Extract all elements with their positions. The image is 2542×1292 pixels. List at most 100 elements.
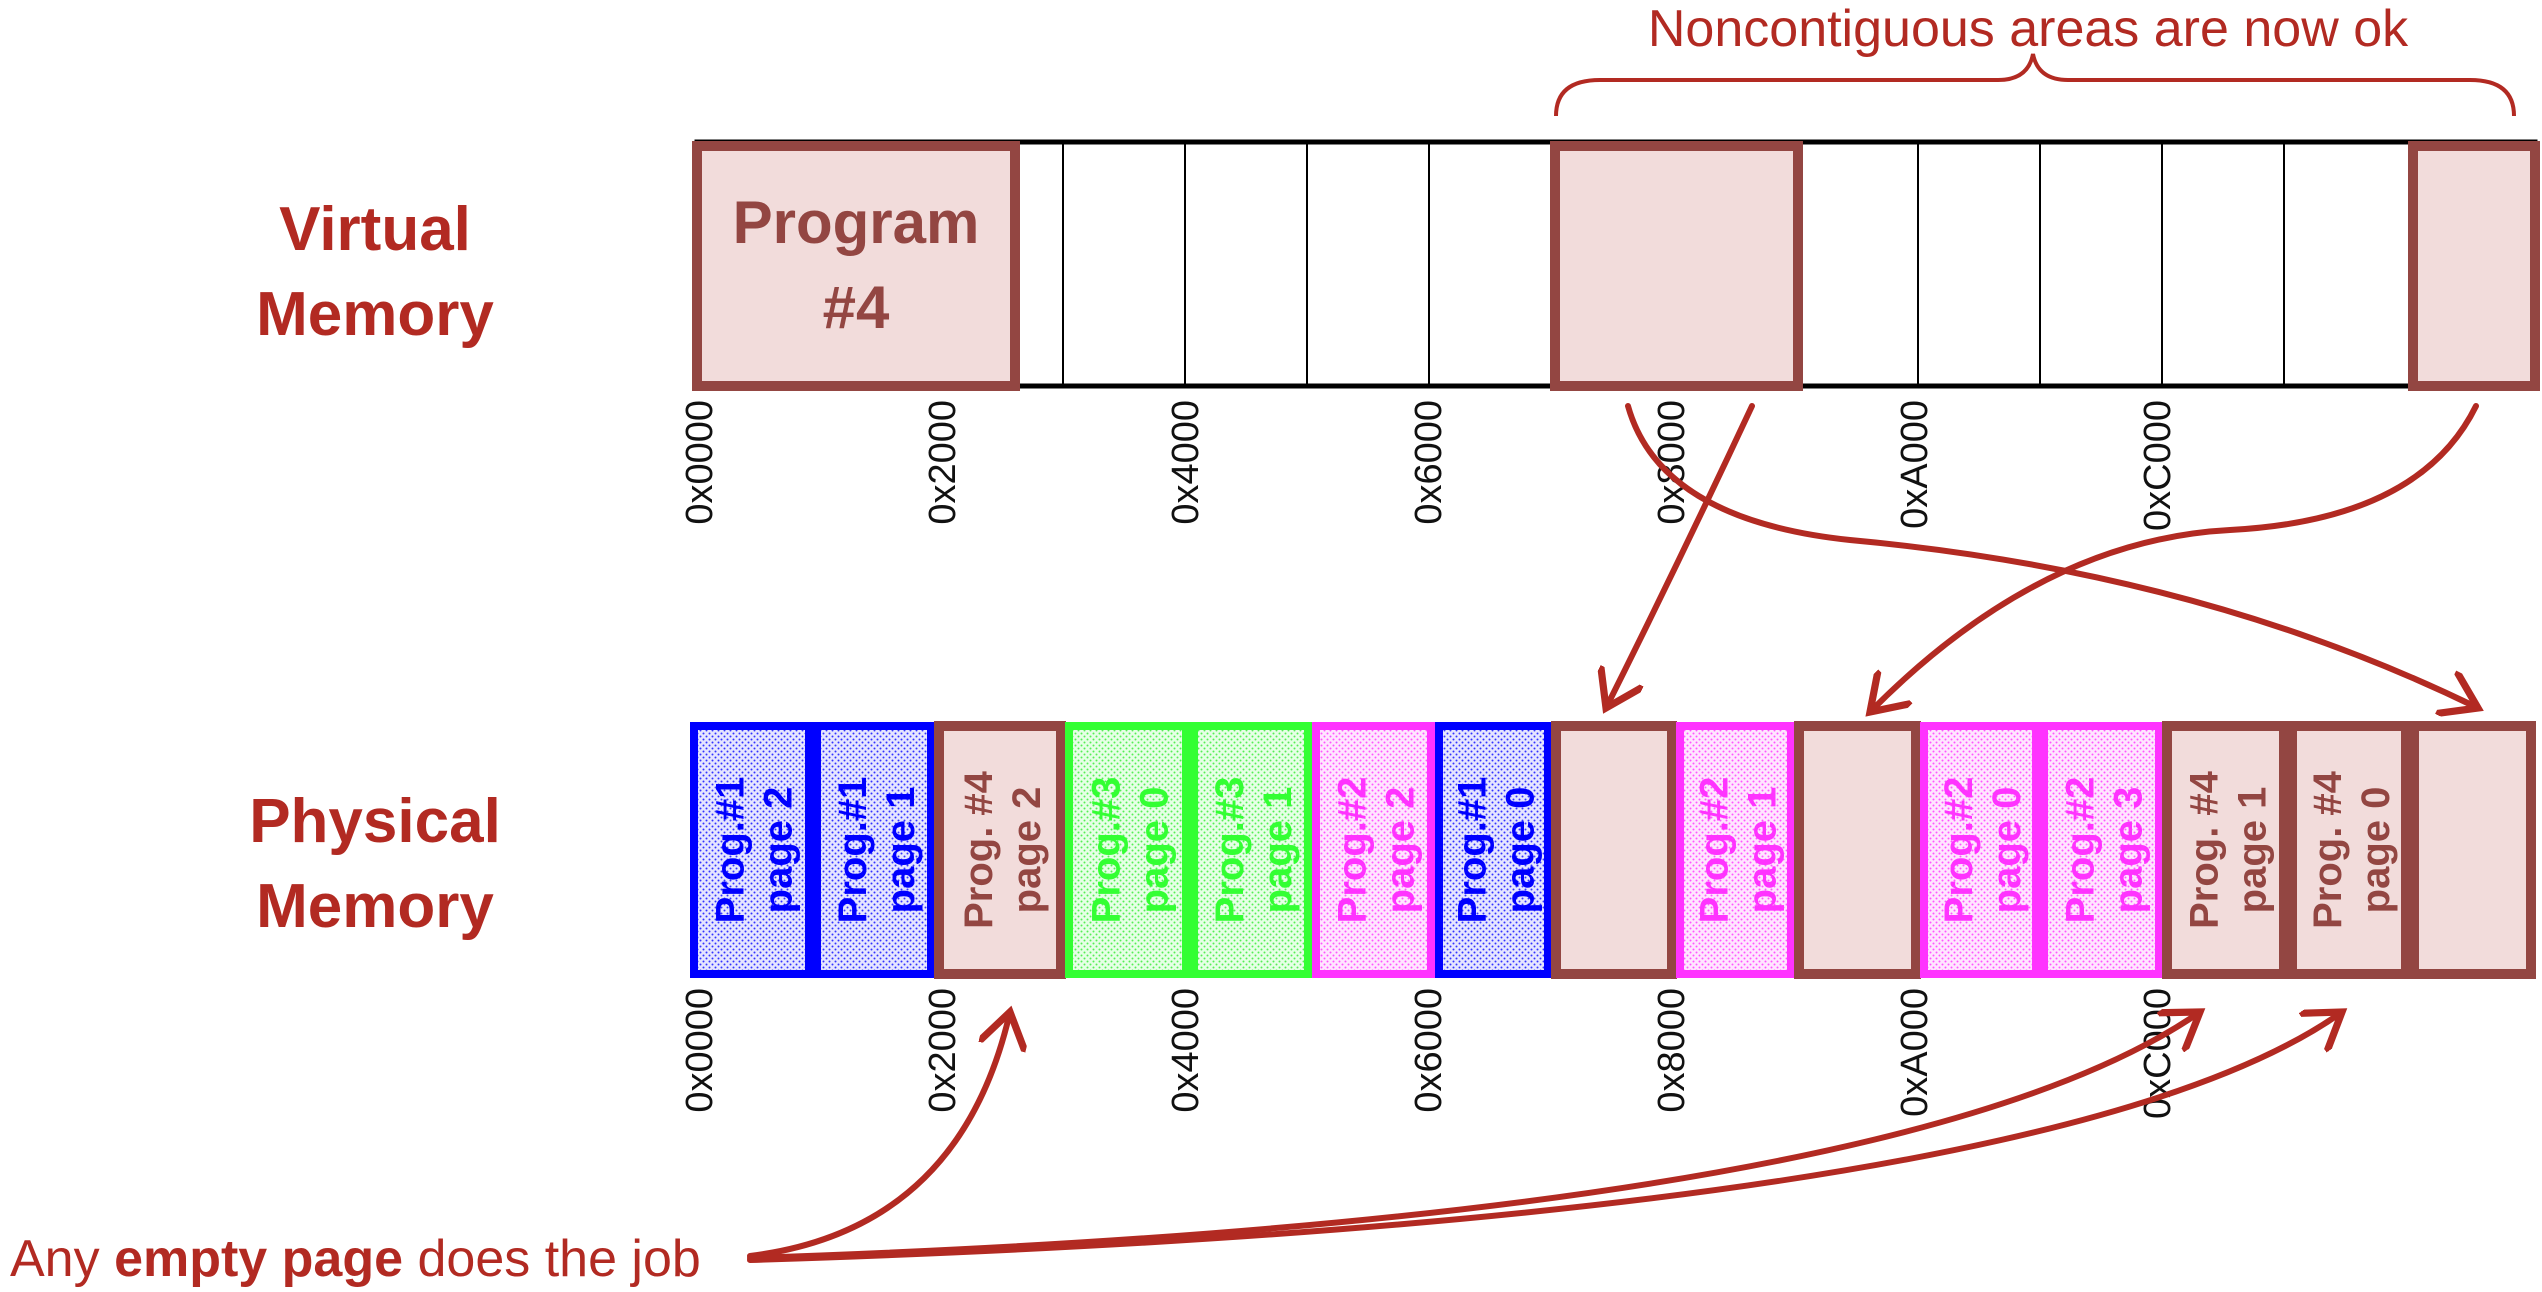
mapping-arrow-2 (1625, 403, 2478, 708)
physical-frame-page: page 2 (757, 787, 801, 914)
physical-frame (1551, 721, 1677, 979)
physical-frame-owner: Prog.#1 (1451, 777, 1495, 924)
physical-frame-box (2040, 722, 2163, 978)
physical-frame-owner: Prog.#3 (1085, 777, 1129, 924)
address-label: 0x6000 (1408, 988, 1450, 1113)
empty-page-arrow-2 (747, 1012, 2200, 1261)
physical-frame-box (1794, 721, 1921, 979)
virtual-program4-label-line1: Program (733, 189, 980, 256)
physical-frame-page: page 1 (2231, 787, 2275, 914)
address-label: 0x2000 (922, 988, 964, 1113)
empty-page-arrow-1 (747, 1012, 1010, 1259)
physical-frame-page: page 0 (2354, 787, 2398, 914)
virtual-memory-label-line1: Virtual (279, 195, 471, 264)
physical-frame-box (2409, 721, 2536, 979)
physical-frame-box (2287, 721, 2411, 979)
physical-frame-owner: Prog.#3 (1208, 777, 1252, 924)
physical-frame-owner: Prog.#1 (831, 777, 875, 924)
physical-frame-owner: Prog. #4 (957, 770, 1001, 929)
empty-page-arrow-3 (747, 1012, 2342, 1263)
noncontiguous-note: Noncontiguous areas are now ok (1648, 0, 2409, 58)
mapping-arrow-1 (1606, 403, 1755, 708)
physical-frame-owner: Prog.#2 (1937, 777, 1981, 924)
physical-frame-box (1435, 722, 1552, 978)
physical-frame-owner: Prog.#2 (1331, 777, 1375, 924)
address-label: 0xC000 (2137, 400, 2179, 531)
address-label: 0xA000 (1894, 988, 1936, 1117)
physical-frame-owner: Prog.#2 (1693, 777, 1737, 924)
empty-page-note-suffix: does the job (403, 1230, 701, 1288)
physical-frame-owner: Prog.#2 (2059, 777, 2103, 924)
noncontiguous-brace (1554, 53, 2516, 117)
physical-frame-box (1065, 722, 1190, 978)
physical-frame-owner: Prog.#1 (709, 777, 753, 924)
address-label: 0x6000 (1408, 400, 1450, 525)
physical-frame-box (2162, 721, 2289, 979)
empty-page-arrows (747, 1012, 2342, 1263)
empty-page-note: Any empty page does the job (10, 1230, 701, 1288)
address-label: 0x2000 (922, 400, 964, 525)
physical-frame-box (1551, 721, 1677, 979)
physical-frame-box (1676, 722, 1795, 978)
physical-frame-box (690, 722, 813, 978)
physical-frame-page: page 2 (1379, 787, 1423, 914)
physical-memory-label-line2: Memory (256, 872, 494, 941)
virtual-page-dividers (1062, 142, 2285, 386)
physical-frame-page: page 0 (1499, 787, 1543, 914)
mapping-arrow-3 (1870, 403, 2479, 712)
empty-page-note-bold: empty page (114, 1230, 403, 1288)
physical-frame-box (813, 722, 935, 978)
empty-page-note-prefix: Any (10, 1230, 114, 1288)
address-label: 0x0000 (679, 400, 721, 525)
mapping-arrows (1606, 403, 2479, 712)
physical-frame-page: page 0 (1133, 787, 1177, 914)
physical-frame-page: page 1 (879, 787, 923, 914)
physical-frame-owner: Prog. #4 (2306, 770, 2350, 929)
physical-frame-page: page 1 (1741, 787, 1785, 914)
physical-frame-page: page 0 (1985, 787, 2029, 914)
physical-frame-page: page 1 (1256, 787, 1300, 914)
physical-frame-page: page 2 (1005, 787, 1049, 914)
physical-frame (2409, 721, 2536, 979)
address-label: 0x8000 (1651, 988, 1693, 1113)
physical-frame-box (1920, 722, 2040, 978)
physical-memory-label-line1: Physical (249, 787, 501, 856)
address-label: 0xA000 (1894, 400, 1936, 529)
virtual-program4-area-end (2408, 141, 2540, 391)
virtual-program4-label-line2: #4 (823, 274, 890, 341)
physical-frame-box (934, 721, 1066, 979)
address-label: 0x4000 (1165, 400, 1207, 525)
physical-frame-box (1312, 722, 1435, 978)
physical-frame (1794, 721, 1921, 979)
physical-frame-box (1190, 722, 1312, 978)
virtual-program4-area-middle (1550, 141, 1803, 391)
address-label: 0x4000 (1165, 988, 1207, 1113)
